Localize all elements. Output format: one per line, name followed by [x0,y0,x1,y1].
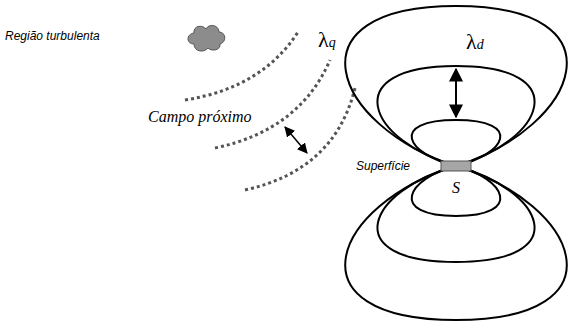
field-line [412,120,501,166]
lambda-d-arrow [455,69,457,117]
field-line [377,66,534,166]
wavelength-label: λd [466,30,484,54]
region-label: Região turbulenta [5,30,100,43]
region-label: Campo próximo [148,108,252,126]
field-line [377,166,534,262]
turbulent-cloud [188,25,225,51]
lambda-q-arrow [285,127,307,153]
symbol-label: S [452,179,460,197]
field-line [345,6,567,166]
field-line [412,166,501,216]
surface-plate [441,161,471,171]
surface-label: Superfície [356,160,410,173]
dipole-field-lines [345,6,567,320]
wavelength-label: λq [318,28,336,52]
field-line [345,166,567,320]
